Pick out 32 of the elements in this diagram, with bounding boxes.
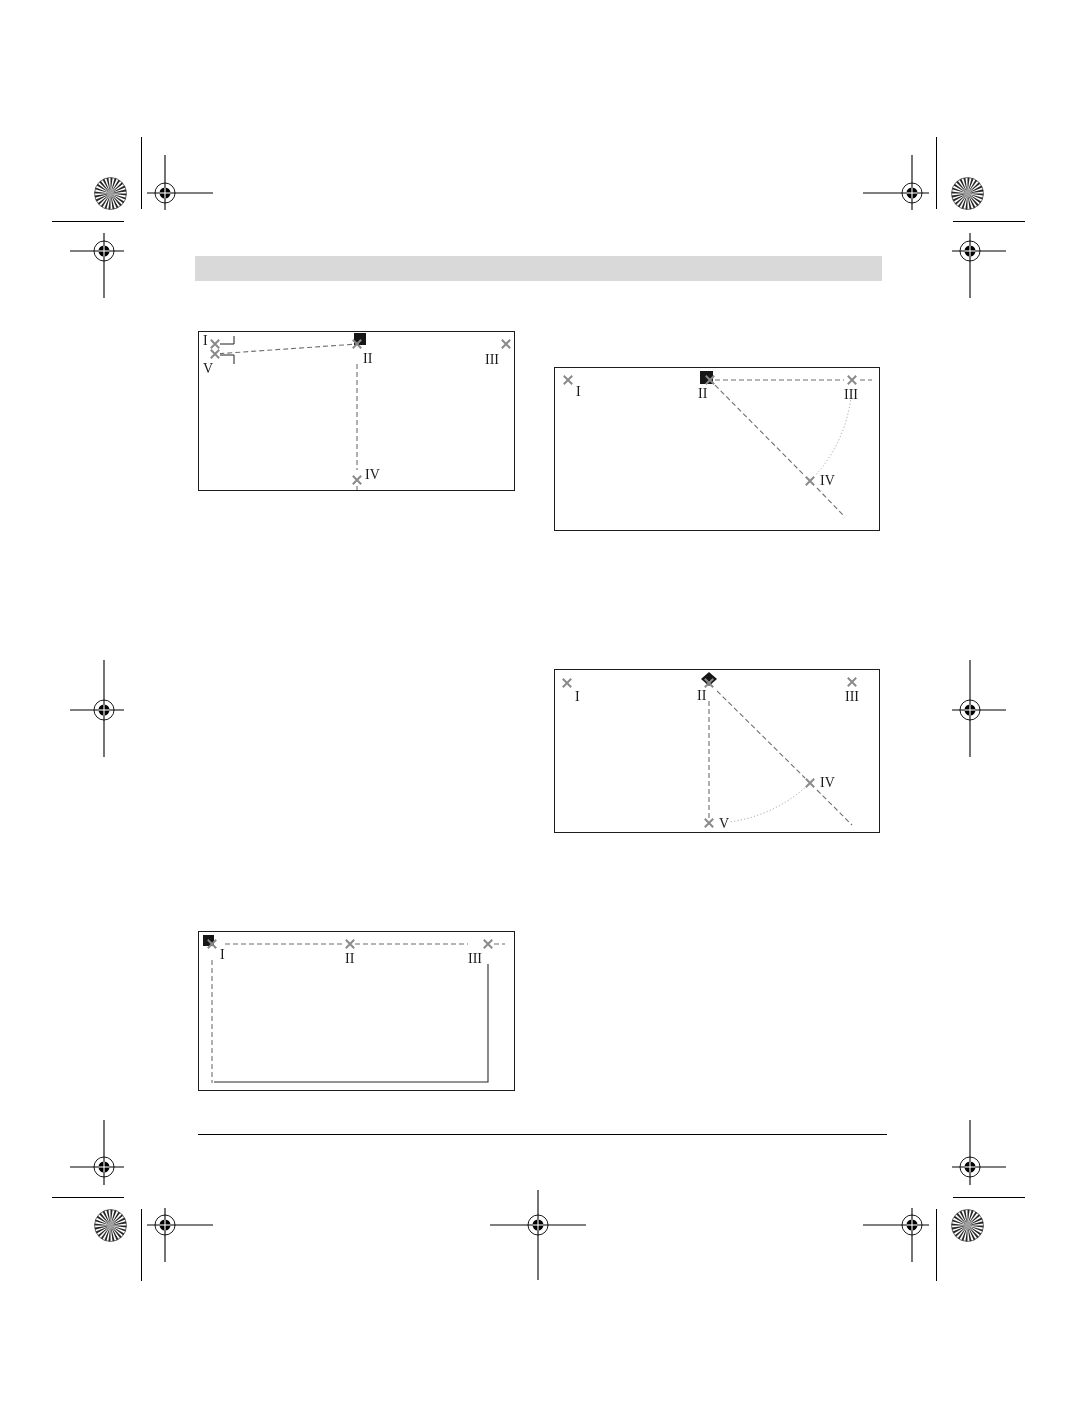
diagram-panel bbox=[554, 367, 880, 531]
point-label: III bbox=[845, 692, 859, 702]
dotted-arc bbox=[814, 399, 852, 477]
diagram-panel bbox=[198, 931, 515, 1091]
point-label: V bbox=[719, 819, 730, 829]
solid-line bbox=[213, 963, 489, 1083]
dashed-line bbox=[211, 959, 213, 1084]
diagram-panel bbox=[198, 331, 515, 491]
dashed-line bbox=[219, 343, 353, 355]
dashed-line bbox=[354, 943, 469, 945]
point-label: IV bbox=[365, 470, 380, 480]
point-label: II bbox=[697, 691, 707, 701]
point-label: V bbox=[203, 364, 214, 374]
dashed-line bbox=[708, 700, 710, 819]
dashed-line bbox=[716, 690, 806, 779]
dashed-line bbox=[356, 363, 358, 471]
point-label: III bbox=[844, 390, 858, 400]
point-label: III bbox=[468, 954, 482, 964]
point-label: I bbox=[576, 387, 581, 397]
point-label: IV bbox=[820, 778, 835, 788]
point-label: I bbox=[203, 336, 208, 346]
point-label: II bbox=[345, 954, 355, 964]
point-label: I bbox=[575, 692, 580, 702]
dotted-arc bbox=[729, 787, 806, 823]
point-label: I bbox=[220, 950, 225, 960]
diagram-panel bbox=[554, 669, 880, 833]
dashed-line bbox=[714, 384, 806, 477]
point-label: II bbox=[363, 354, 373, 364]
point-label: III bbox=[485, 355, 499, 365]
point-label: II bbox=[698, 389, 708, 399]
point-label: IV bbox=[820, 476, 835, 486]
dashed-line bbox=[714, 379, 845, 381]
